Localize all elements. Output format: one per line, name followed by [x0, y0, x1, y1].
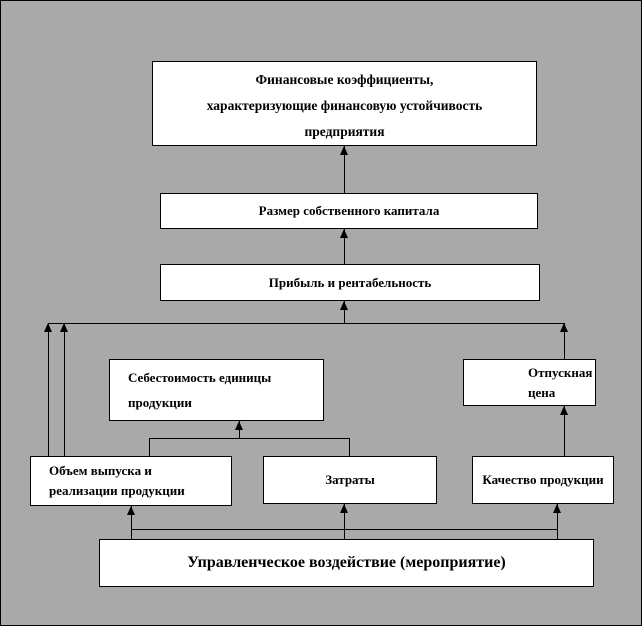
node-profit-profitability-label: Прибыль и рентабельность	[268, 274, 432, 290]
arrow-price-to-profit	[564, 323, 565, 359]
node-financial-coefficients-line3: предприятия	[304, 124, 385, 139]
arrow-profit-to-capital	[344, 229, 345, 264]
node-output-volume-line1: Объем выпуска и	[49, 463, 152, 478]
arrow-branch-to-profit	[344, 301, 345, 323]
arrow-quality-to-price	[564, 406, 565, 456]
arrow-management-to-quality	[557, 504, 558, 539]
arrow-into-unitcost-arrowhead	[235, 421, 243, 430]
node-unit-cost-line1: Себестоимость единицы	[128, 370, 272, 385]
connector-unitcost-horizontal	[149, 438, 350, 439]
node-product-quality-label: Качество продукции	[482, 472, 604, 487]
node-financial-coefficients: Финансовые коэффициенты, характеризующие…	[152, 61, 537, 146]
riser-volume-to-unitcost	[149, 438, 150, 456]
arrow-profit-to-capital-arrowhead	[340, 229, 348, 238]
arrow-management-to-costs	[344, 504, 345, 539]
arrow-branch-to-profit-arrowhead	[340, 301, 348, 310]
node-selling-price: Отпускная цена	[463, 359, 596, 406]
arrow-volume-to-profit-left2-arrowhead	[60, 323, 68, 332]
arrow-management-to-volume	[131, 506, 132, 539]
node-costs: Затраты	[263, 456, 437, 504]
arrow-volume-to-profit-left1-arrowhead	[44, 323, 52, 332]
node-financial-coefficients-line1: Финансовые коэффициенты,	[255, 72, 434, 87]
node-output-volume-line2: реализации продукции	[49, 483, 185, 498]
node-unit-cost-line2: продукции	[128, 395, 192, 410]
connector-branch-horizontal	[48, 323, 565, 324]
node-equity-capital-label: Размер собственного капитала	[258, 203, 440, 218]
node-costs-label: Затраты	[325, 472, 375, 487]
arrow-quality-to-price-arrowhead	[560, 406, 568, 415]
node-output-volume: Объем выпуска и реализации продукции	[30, 456, 232, 506]
arrow-capital-to-financial	[344, 146, 345, 193]
node-profit-profitability: Прибыль и рентабельность	[160, 264, 540, 301]
arrow-volume-to-profit-left1	[48, 323, 49, 456]
node-unit-cost: Себестоимость единицы продукции	[109, 359, 324, 421]
arrow-volume-to-profit-left2	[64, 323, 65, 456]
node-management-action-label: Управленческое воздействие (мероприятие)	[187, 554, 506, 571]
node-selling-price-line1: Отпускная	[528, 365, 593, 380]
arrow-management-to-costs-arrowhead	[340, 504, 348, 513]
node-selling-price-line2: цена	[528, 385, 556, 400]
arrow-capital-to-financial-arrowhead	[340, 146, 348, 155]
node-product-quality: Качество продукции	[472, 456, 614, 504]
riser-costs-to-unitcost	[349, 438, 350, 456]
node-equity-capital: Размер собственного капитала	[160, 193, 538, 229]
arrow-management-to-quality-arrowhead	[553, 504, 561, 513]
arrow-price-to-profit-arrowhead	[560, 323, 568, 332]
node-management-action: Управленческое воздействие (мероприятие)	[99, 539, 594, 587]
node-financial-coefficients-line2: характеризующие финансовую устойчивость	[206, 98, 483, 113]
arrow-management-to-volume-arrowhead	[127, 506, 135, 515]
